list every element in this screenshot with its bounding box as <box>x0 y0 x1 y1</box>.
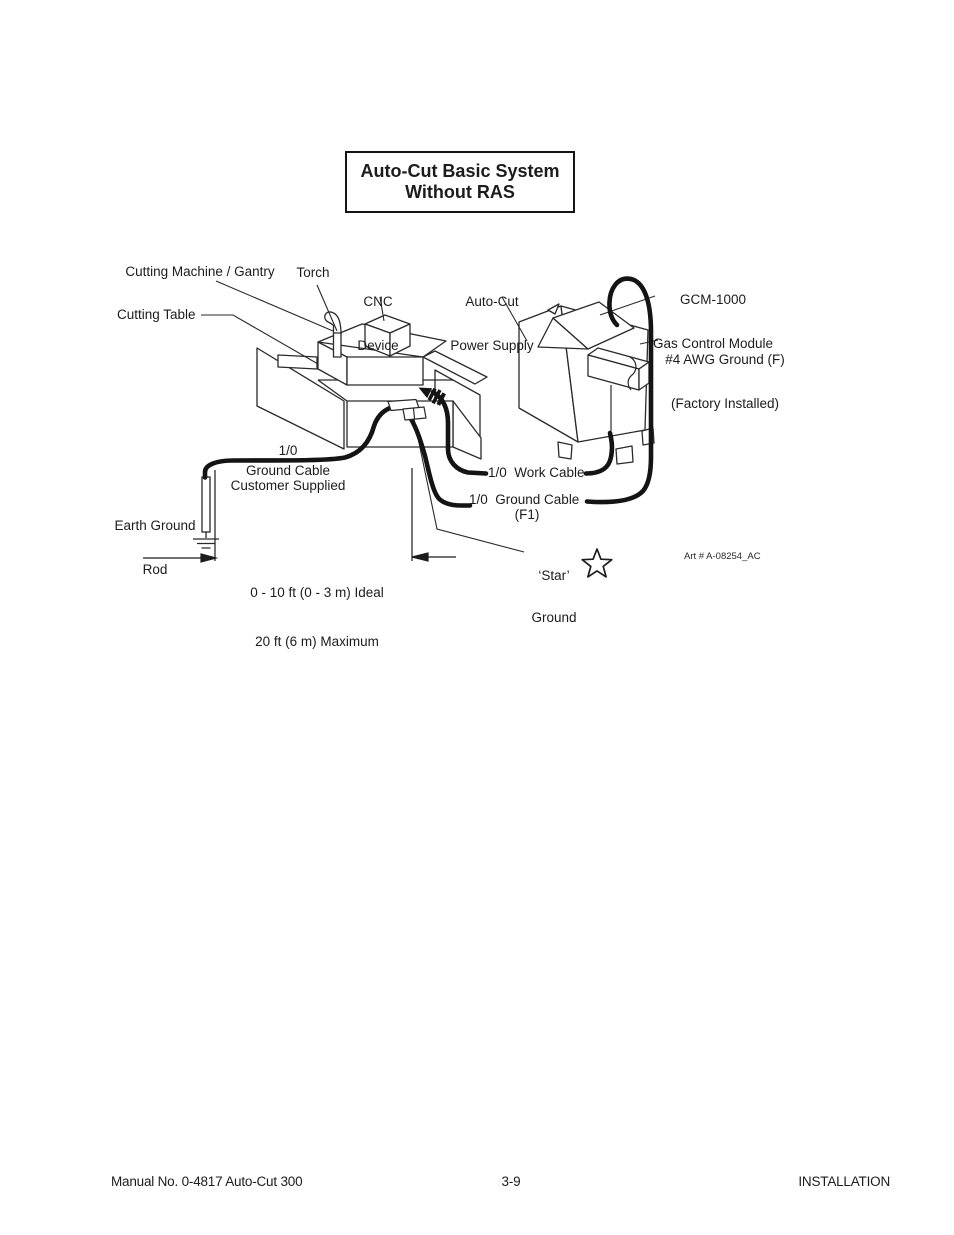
leader-lines <box>201 280 659 553</box>
label-dimension: 0 - 10 ft (0 - 3 m) Ideal 20 ft (6 m) Ma… <box>250 584 384 650</box>
work-cable-line-right <box>583 430 615 476</box>
label-cnc-device: CNC Device <box>357 294 399 353</box>
power-supply-drawing <box>518 301 655 465</box>
table-connector-drawing <box>387 398 427 421</box>
art-number: Art # A-08254_AC <box>684 551 761 562</box>
cutting-table-drawing <box>256 311 488 460</box>
label-ground-cable-customer-line1: 1/0 <box>278 443 298 458</box>
f1-ground-cable-line-left <box>408 416 473 508</box>
connector-plug-icon <box>418 387 446 406</box>
label-work-cable: 1/0 Work Cable <box>488 464 585 480</box>
label-awg-ground: #4 AWG Ground (F) (Factory Installed) <box>665 352 785 411</box>
label-torch: Torch <box>296 265 330 280</box>
label-ground-cable-f1-line2: (F1) <box>514 506 540 522</box>
label-ground-cable-customer-line2: Ground Cable <box>245 463 331 478</box>
side-box-drawing <box>587 347 650 391</box>
label-star-ground: ‘Star’ Ground <box>531 567 577 625</box>
gcm-module-drawing <box>537 301 635 350</box>
footer-page-number: 3-9 <box>501 1174 521 1189</box>
footer-section: INSTALLATION <box>798 1174 890 1189</box>
customer-ground-cable-line <box>202 402 405 480</box>
title-box: Auto-Cut Basic System Without RAS <box>345 151 575 213</box>
title-line-2: Without RAS <box>405 182 515 202</box>
f1-ground-cable-line-right <box>584 276 654 505</box>
label-auto-cut-power-supply: Auto-Cut Power Supply <box>450 294 534 353</box>
label-earth-ground-rod: Earth Ground Rod <box>114 518 196 577</box>
label-gcm-1000: GCM-1000 Gas Control Module <box>652 292 774 351</box>
label-ground-cable-customer-line3: Customer Supplied <box>230 477 346 493</box>
torch-drawing <box>324 311 342 358</box>
dimension-arrows <box>143 468 456 563</box>
cnc-box-drawing <box>364 314 411 357</box>
title-line-1: Auto-Cut Basic System <box>360 160 560 181</box>
label-cutting-table: Cutting Table <box>117 307 196 322</box>
star-ground-icon <box>581 548 613 578</box>
footer-manual-no: Manual No. 0-4817 Auto-Cut 300 <box>111 1174 303 1189</box>
label-cutting-machine-gantry: Cutting Machine / Gantry <box>125 264 275 279</box>
label-ground-cable-f1-line1: 1/0 Ground Cable <box>469 491 580 507</box>
